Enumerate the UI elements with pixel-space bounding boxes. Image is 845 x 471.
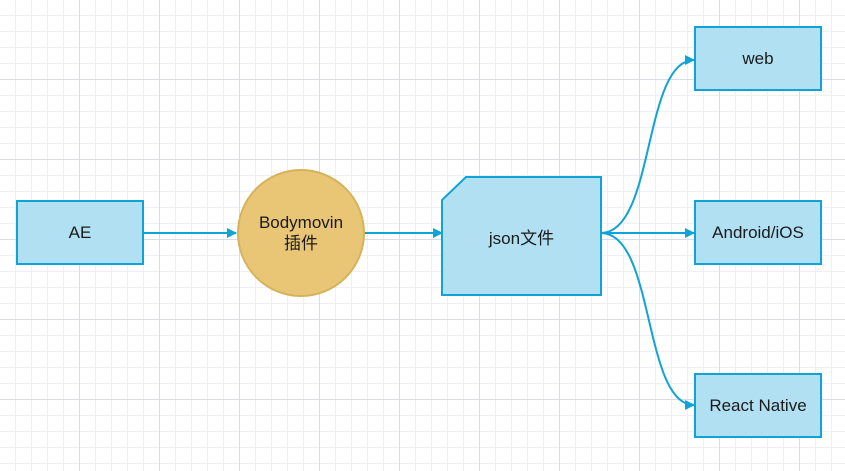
ae-node: AE — [16, 200, 144, 265]
android-ios-label: Android/iOS — [712, 222, 804, 242]
edge-json-to-web — [600, 55, 695, 234]
edge-json-to-react — [600, 232, 695, 410]
plugin-label-line1: Bodymovin — [258, 213, 344, 232]
json-file-shape — [441, 176, 602, 296]
react-native-node: React Native — [694, 373, 822, 438]
json-file-label: json文件 — [488, 228, 555, 248]
ae-label: AE — [68, 222, 92, 242]
web-node: web — [694, 26, 822, 91]
web-label: web — [742, 48, 774, 68]
json-file-node: json文件 — [442, 177, 601, 295]
bodymovin-plugin-node: Bodymovin 插件 — [237, 169, 365, 297]
plugin-label-line2: 插件 — [284, 234, 318, 253]
react-native-label: React Native — [709, 395, 807, 415]
android-ios-node: Android/iOS — [694, 200, 822, 265]
